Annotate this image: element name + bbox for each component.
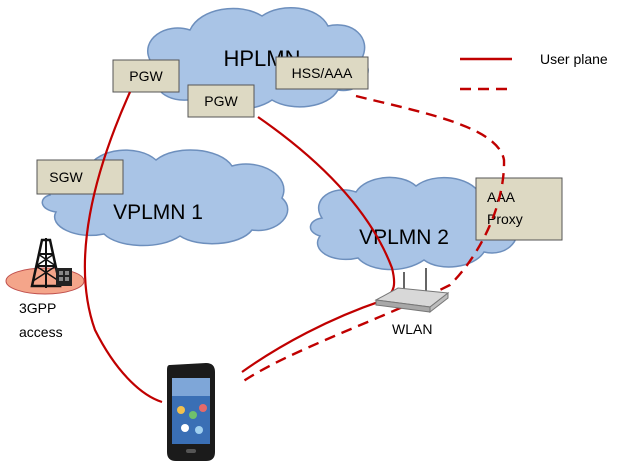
aaa-control-path [241,94,506,383]
wlan-router-icon [374,268,450,314]
aaa-proxy-box: AAA Proxy [475,177,563,241]
aaa-proxy-label-line2: Proxy [487,211,523,227]
pgw-left-box: PGW [112,59,180,93]
legend: User plane [460,51,608,91]
pgw-center-label: PGW [204,93,238,109]
cell-tower-icon [5,238,85,295]
hss-aaa-box: HSS/AAA [275,56,369,90]
aaa-proxy-label-line1: AAA [487,189,516,205]
user-plane-3gpp-path [83,91,163,404]
hss-aaa-label: HSS/AAA [292,65,353,81]
smartphone-icon [167,363,215,461]
user-plane-wlan-path [241,116,396,373]
access-label-line2: access [19,324,63,340]
sgw-box: SGW [36,159,124,195]
pgw-center-box: PGW [187,84,255,118]
legend-user-plane-label: User plane [540,51,608,67]
vplmn1-label: VPLMN 1 [113,201,203,224]
pgw-left-label: PGW [129,68,163,84]
wlan-label: WLAN [392,321,432,337]
sgw-label: SGW [49,169,83,185]
access-label-line1: 3GPP [19,300,56,316]
